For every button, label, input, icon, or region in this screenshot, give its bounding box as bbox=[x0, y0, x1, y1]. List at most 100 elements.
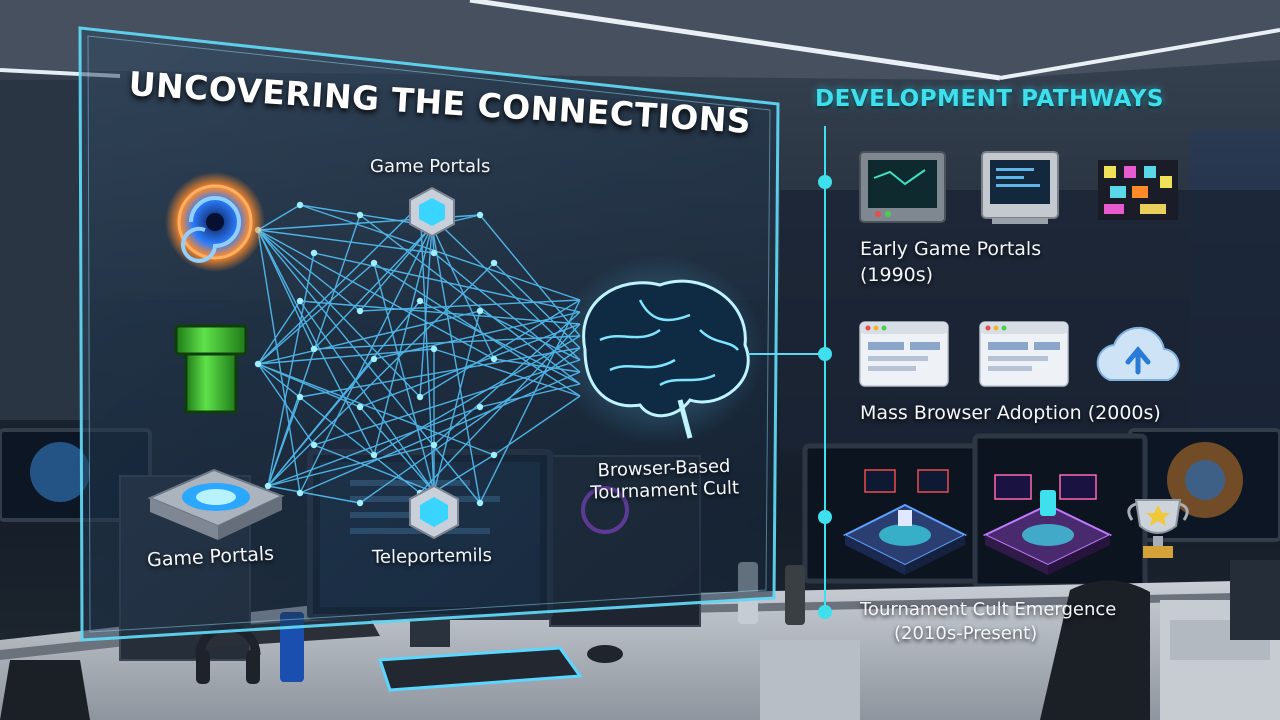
network-node bbox=[296, 393, 304, 401]
network-link bbox=[431, 225, 495, 360]
network-link bbox=[299, 347, 581, 398]
network-node bbox=[296, 297, 304, 305]
network-node bbox=[430, 345, 438, 353]
node-label-teleportemils: Teleportemils bbox=[371, 544, 493, 569]
network-link bbox=[313, 225, 433, 350]
timeline-dot-3 bbox=[818, 510, 832, 524]
network-node bbox=[476, 211, 484, 219]
pathway-step-3-line2: (2010s-Present) bbox=[894, 623, 1038, 644]
network-link bbox=[257, 310, 481, 365]
browser-window-icon-1 bbox=[859, 321, 949, 387]
portal-swirl-icon bbox=[165, 172, 265, 272]
network-node bbox=[356, 307, 364, 315]
green-pipe-icon bbox=[174, 324, 248, 414]
timeline bbox=[818, 126, 832, 619]
network-link bbox=[267, 262, 495, 487]
network-link bbox=[267, 406, 481, 487]
network-link bbox=[257, 229, 315, 350]
network-link bbox=[419, 204, 581, 361]
pixel-art-icon bbox=[1098, 160, 1178, 220]
retro-monitor-icon-2 bbox=[981, 151, 1059, 224]
network-link bbox=[257, 229, 421, 398]
network-link bbox=[299, 371, 581, 494]
network-link bbox=[257, 229, 301, 494]
network-node bbox=[476, 403, 484, 411]
network-link bbox=[267, 300, 421, 487]
network-node bbox=[296, 201, 304, 209]
network-node bbox=[296, 489, 304, 497]
pathways-title: DEVELOPMENT PATHWAYS bbox=[815, 86, 1164, 112]
timeline-dot-2 bbox=[818, 347, 832, 361]
network-link bbox=[373, 262, 581, 397]
network-link bbox=[257, 229, 361, 312]
network-node bbox=[490, 355, 498, 363]
network-node bbox=[370, 259, 378, 267]
network-link bbox=[257, 229, 495, 360]
network-link bbox=[257, 204, 421, 365]
network-node bbox=[370, 355, 378, 363]
network-node bbox=[490, 259, 498, 267]
network-node bbox=[254, 360, 262, 368]
network-node bbox=[310, 249, 318, 257]
network-link bbox=[419, 300, 581, 385]
network-node bbox=[310, 441, 318, 449]
network-node bbox=[430, 441, 438, 449]
network-node bbox=[356, 499, 364, 507]
brain-hub-icon bbox=[555, 255, 822, 445]
network-connections bbox=[257, 204, 581, 504]
network-node bbox=[476, 499, 484, 507]
network-link bbox=[373, 335, 581, 456]
network-link bbox=[359, 225, 433, 312]
retro-monitor-icon-1 bbox=[859, 151, 946, 223]
pathway-step-2-line1: Mass Browser Adoption (2000s) bbox=[860, 402, 1161, 424]
pathway-step-3-line1: Tournament Cult Emergence bbox=[860, 599, 1117, 620]
network-link bbox=[431, 225, 481, 504]
hex-node-top-icon bbox=[409, 186, 455, 238]
pathway-step-2: Mass Browser Adoption (2000s) bbox=[860, 402, 1161, 424]
pathway-step-3: Tournament Cult Emergence (2010s-Present… bbox=[860, 598, 1116, 646]
network-link bbox=[359, 214, 581, 385]
network-nodes bbox=[254, 201, 498, 507]
network-link bbox=[433, 311, 581, 446]
network-node bbox=[416, 297, 424, 305]
trophy-icon bbox=[1127, 499, 1189, 558]
network-link bbox=[299, 204, 581, 301]
network-link bbox=[257, 204, 301, 231]
hex-node-bottom-icon bbox=[409, 484, 459, 540]
hub-label: Browser-Based Tournament Cult bbox=[589, 455, 739, 504]
network-link bbox=[373, 311, 581, 360]
network-link bbox=[257, 363, 421, 494]
network-link bbox=[419, 299, 581, 398]
cloud-upload-icon bbox=[1096, 326, 1180, 381]
network-node bbox=[430, 249, 438, 257]
network-link bbox=[267, 485, 361, 504]
timeline-dot-1 bbox=[818, 175, 832, 189]
network-link bbox=[359, 323, 581, 408]
node-label-game-portals-top: Game Portals bbox=[370, 156, 491, 177]
network-node bbox=[476, 307, 484, 315]
pathway-step-1: Early Game Portals (1990s) bbox=[860, 236, 1041, 288]
network-link bbox=[419, 323, 581, 494]
network-link bbox=[299, 300, 435, 493]
pathway-step-1-line2: (1990s) bbox=[860, 264, 934, 286]
network-node bbox=[370, 451, 378, 459]
network-link bbox=[359, 299, 581, 312]
network-node bbox=[356, 403, 364, 411]
network-link bbox=[433, 348, 581, 397]
network-link bbox=[479, 383, 581, 408]
network-link bbox=[373, 262, 435, 493]
esports-arena-icon-1 bbox=[842, 469, 968, 575]
network-link bbox=[313, 444, 435, 493]
browser-window-icon-2 bbox=[979, 321, 1069, 387]
network-link bbox=[267, 252, 315, 487]
pathway-step-1-line1: Early Game Portals bbox=[860, 238, 1042, 260]
network-link bbox=[359, 406, 435, 493]
network-node bbox=[356, 211, 364, 219]
network-node bbox=[264, 482, 272, 490]
portal-pad-icon bbox=[147, 468, 285, 540]
network-link bbox=[257, 363, 315, 446]
network-link bbox=[313, 359, 581, 446]
network-node bbox=[490, 451, 498, 459]
network-link bbox=[257, 262, 375, 365]
